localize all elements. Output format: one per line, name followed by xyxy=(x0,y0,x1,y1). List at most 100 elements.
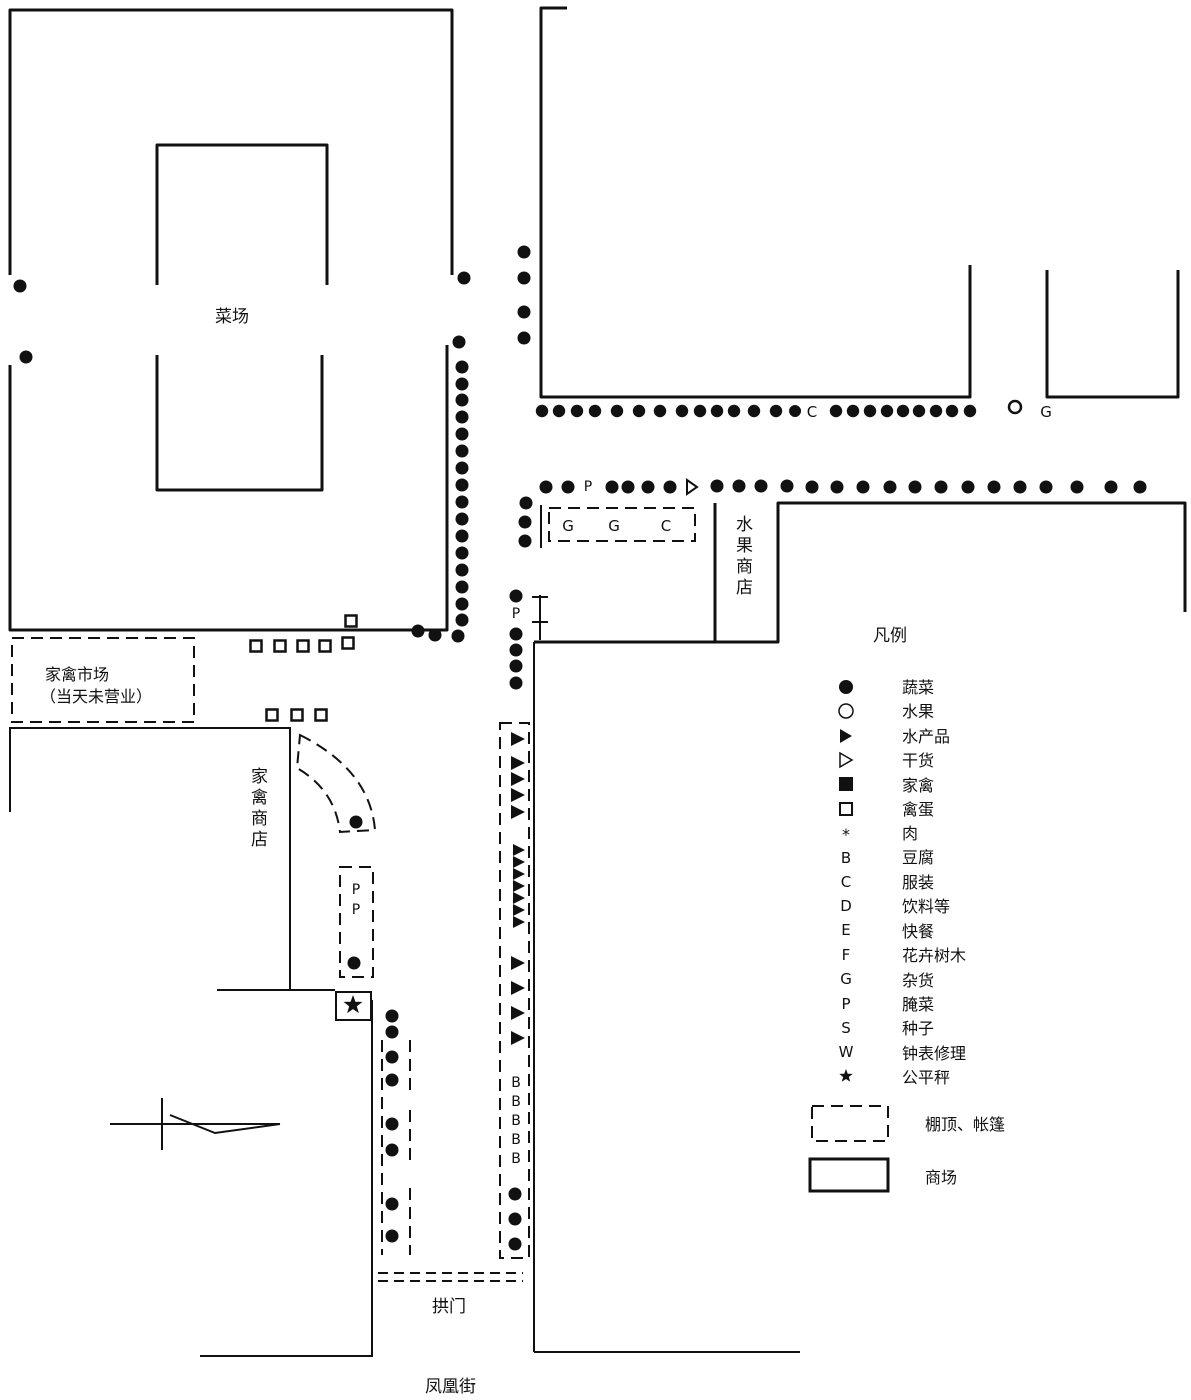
vegetable-field-label: 菜场 xyxy=(215,307,249,327)
vegetable-stall-dot xyxy=(934,480,948,494)
egg-stall-square xyxy=(273,639,287,653)
legend: * B C D E F G P S W 蔬菜 水果 水产品 干货 家禽 禽蛋 肉… xyxy=(838,678,1005,1187)
vegetable-stall-dot xyxy=(961,480,975,494)
booth-row-ggc xyxy=(548,507,696,542)
stall-letter-p-left-2: P xyxy=(352,902,360,918)
vegetable-stall-dot xyxy=(509,659,523,673)
vegetable-stall-dot xyxy=(518,534,532,548)
vegetable-field-inner-top xyxy=(155,143,329,285)
vegetable-stall-dot xyxy=(641,480,655,494)
vegetable-stall-dot xyxy=(455,563,469,577)
legend-symbol-seeds: S xyxy=(841,1019,851,1037)
stall-letter-c-booth: C xyxy=(661,517,671,535)
legend-label-drinks: 饮料等 xyxy=(902,897,950,916)
poultry-shop-wall xyxy=(9,727,291,991)
vegetable-stall-dot xyxy=(455,495,469,509)
egg-stall-square xyxy=(318,639,332,653)
aquatic-stall-triangle xyxy=(511,981,525,995)
vegetable-stall-dot xyxy=(621,480,635,494)
aquatic-stall-triangle xyxy=(511,732,525,746)
legend-symbol-fair-scale xyxy=(839,1069,853,1082)
vegetable-stall-dot xyxy=(883,480,897,494)
vegetable-stall-dot xyxy=(508,1187,522,1201)
legend-symbol-dry-goods xyxy=(839,751,854,769)
vegetable-stall-dot xyxy=(552,404,566,418)
vegetable-stall-dot xyxy=(455,613,469,627)
vegetable-stall-dot xyxy=(455,393,469,407)
aquatic-stall-triangle xyxy=(513,904,525,916)
legend-symbol-pickles: P xyxy=(841,995,850,1013)
vegetable-stall-dot xyxy=(539,480,553,494)
stall-letter-b-1: B xyxy=(511,1075,521,1091)
vegetable-stall-dot xyxy=(428,628,442,642)
vegetable-stall-dot xyxy=(1104,480,1118,494)
vegetable-stall-dot xyxy=(1133,480,1147,494)
vegetable-stall-dot xyxy=(518,515,532,529)
vegetable-stall-dot xyxy=(1013,480,1027,494)
vegetable-stall-dot xyxy=(457,271,471,285)
vegetable-stall-dot xyxy=(455,444,469,458)
vegetable-stall-dot xyxy=(385,1073,399,1087)
vegetable-stall-dot xyxy=(896,404,910,418)
legend-label-fair-scale: 公平秤 xyxy=(902,1068,950,1087)
vegetable-stall-dot xyxy=(610,404,624,418)
legend-symbol-flowers: F xyxy=(842,946,851,964)
legend-label-fruit: 水果 xyxy=(902,702,934,721)
vegetable-stall-dot xyxy=(754,479,768,493)
legend-symbol-meat: * xyxy=(842,825,850,844)
legend-symbol-sundries: G xyxy=(840,970,852,988)
legend-label-mall: 商场 xyxy=(925,1168,957,1187)
poultry-shop-char-2: 禽 xyxy=(251,788,268,808)
vegetable-stall-dot xyxy=(385,1117,399,1131)
vegetable-stall-dot xyxy=(455,597,469,611)
vegetable-stall-dot xyxy=(508,1212,522,1226)
vegetable-stall-dot xyxy=(509,627,523,641)
legend-symbol-aquatic xyxy=(840,729,852,743)
vegetable-stall-dot xyxy=(605,480,619,494)
tofu-stalls: B B B B B xyxy=(511,1075,521,1167)
vegetable-stall-dot xyxy=(846,404,860,418)
vegetable-field-wall-top xyxy=(8,8,454,275)
legend-label-poultry: 家禽 xyxy=(902,776,934,795)
building-right-block xyxy=(534,501,1187,644)
vegetable-stall-dot xyxy=(455,580,469,594)
vegetable-stall-dot xyxy=(830,480,844,494)
vegetable-stall-dot xyxy=(385,1025,399,1039)
building-outlines xyxy=(8,6,1187,644)
aquatic-stall-triangle xyxy=(511,1031,525,1045)
legend-label-booth: 棚顶、帐篷 xyxy=(925,1115,1005,1134)
aquatic-stall-triangle xyxy=(513,892,525,904)
vegetable-stall-dot xyxy=(517,305,531,319)
legend-label-seeds: 种子 xyxy=(902,1019,934,1038)
egg-stall-square xyxy=(296,639,310,653)
legend-label-watch-repair: 钟表修理 xyxy=(902,1044,966,1063)
booths xyxy=(11,507,889,1259)
vegetable-stall-dot xyxy=(588,404,602,418)
egg-stall-square xyxy=(314,708,328,722)
arch-lines xyxy=(378,1272,523,1282)
vegetable-field-wall-bottom xyxy=(8,345,449,632)
vegetable-stall-dot xyxy=(1070,480,1084,494)
stall-letter-g-booth-1: G xyxy=(562,517,574,535)
vegetable-stall-dot xyxy=(693,404,707,418)
vegetable-field-inner-bottom xyxy=(155,355,324,492)
vegetable-stall-dot xyxy=(1039,480,1053,494)
fruit-shop-label: 水 果 商 店 xyxy=(736,515,753,598)
egg-stall-square xyxy=(290,708,304,722)
legend-label-tofu: 豆腐 xyxy=(902,848,934,867)
fruit-shop-char-2: 果 xyxy=(736,536,753,556)
vegetable-stall-dot xyxy=(570,404,584,418)
egg-stalls xyxy=(249,614,358,722)
vegetable-stall-dot xyxy=(829,404,843,418)
vegetable-stall-dot xyxy=(929,404,943,418)
vegetable-stall-dot xyxy=(517,331,531,345)
vegetable-stall-dot xyxy=(385,1229,399,1243)
vegetable-stall-dot xyxy=(13,279,27,293)
legend-mall-sample xyxy=(808,1157,890,1193)
vegetable-stall-dot xyxy=(519,496,533,510)
aquatic-stall-triangle xyxy=(513,868,525,880)
vegetable-stall-dot xyxy=(987,480,1001,494)
legend-label-dry-goods: 干货 xyxy=(902,751,934,770)
vegetable-stall-dot xyxy=(710,479,724,493)
vegetable-stall-dot xyxy=(769,404,783,418)
